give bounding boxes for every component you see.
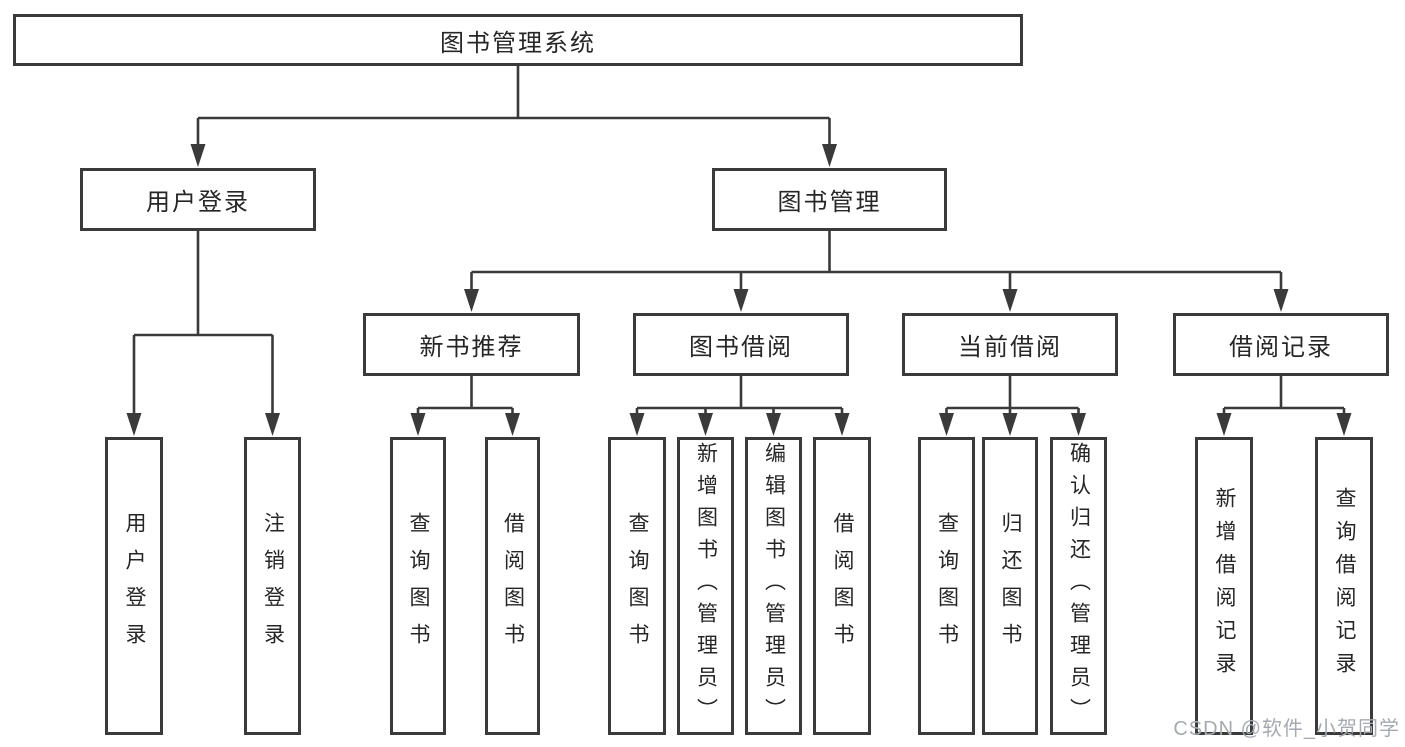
leaf-user-login: 用户登录 bbox=[105, 437, 163, 735]
leaf-add-books-admin: 新增图书（管理员） bbox=[677, 437, 734, 735]
connector-new-book-children bbox=[416, 376, 514, 416]
leaf-add-borrow-record: 新增借阅记录 bbox=[1195, 437, 1253, 735]
connector-book-borrowing-children bbox=[635, 376, 844, 416]
connector-root-to-level2 bbox=[196, 66, 831, 145]
leaf-borrow-books-borrowing: 借阅图书 bbox=[813, 437, 871, 735]
node-book-borrowing: 图书借阅 bbox=[633, 313, 849, 376]
connector-book-management-children bbox=[470, 231, 1283, 290]
node-borrowing-records: 借阅记录 bbox=[1173, 313, 1389, 376]
leaf-query-books-newrec: 查询图书 bbox=[390, 437, 446, 735]
arrowheads bbox=[126, 144, 1352, 436]
connector-current-borrowing-children bbox=[945, 376, 1080, 416]
node-current-borrowing: 当前借阅 bbox=[902, 313, 1118, 376]
node-user-login: 用户登录 bbox=[80, 168, 316, 231]
node-library-management-system: 图书管理系统 bbox=[13, 14, 1023, 66]
leaf-query-books-borrowing: 查询图书 bbox=[608, 437, 666, 735]
connector-user-login-children bbox=[132, 231, 274, 414]
leaf-borrow-books-newrec: 借阅图书 bbox=[485, 437, 540, 735]
leaf-return-books: 归还图书 bbox=[982, 437, 1038, 735]
leaf-logout: 注销登录 bbox=[244, 437, 301, 735]
leaf-edit-books-admin: 编辑图书（管理员） bbox=[745, 437, 802, 735]
leaf-query-borrow-record: 查询借阅记录 bbox=[1315, 437, 1373, 735]
leaf-confirm-return-admin: 确认归还（管理员） bbox=[1050, 437, 1107, 735]
csdn-watermark: CSDN @软件_小贺同学 bbox=[1173, 718, 1400, 740]
node-book-management: 图书管理 bbox=[712, 168, 947, 231]
leaf-query-books-current: 查询图书 bbox=[918, 437, 975, 735]
connector-borrow-records-children bbox=[1222, 376, 1346, 416]
node-new-book-recommendation: 新书推荐 bbox=[363, 313, 580, 376]
